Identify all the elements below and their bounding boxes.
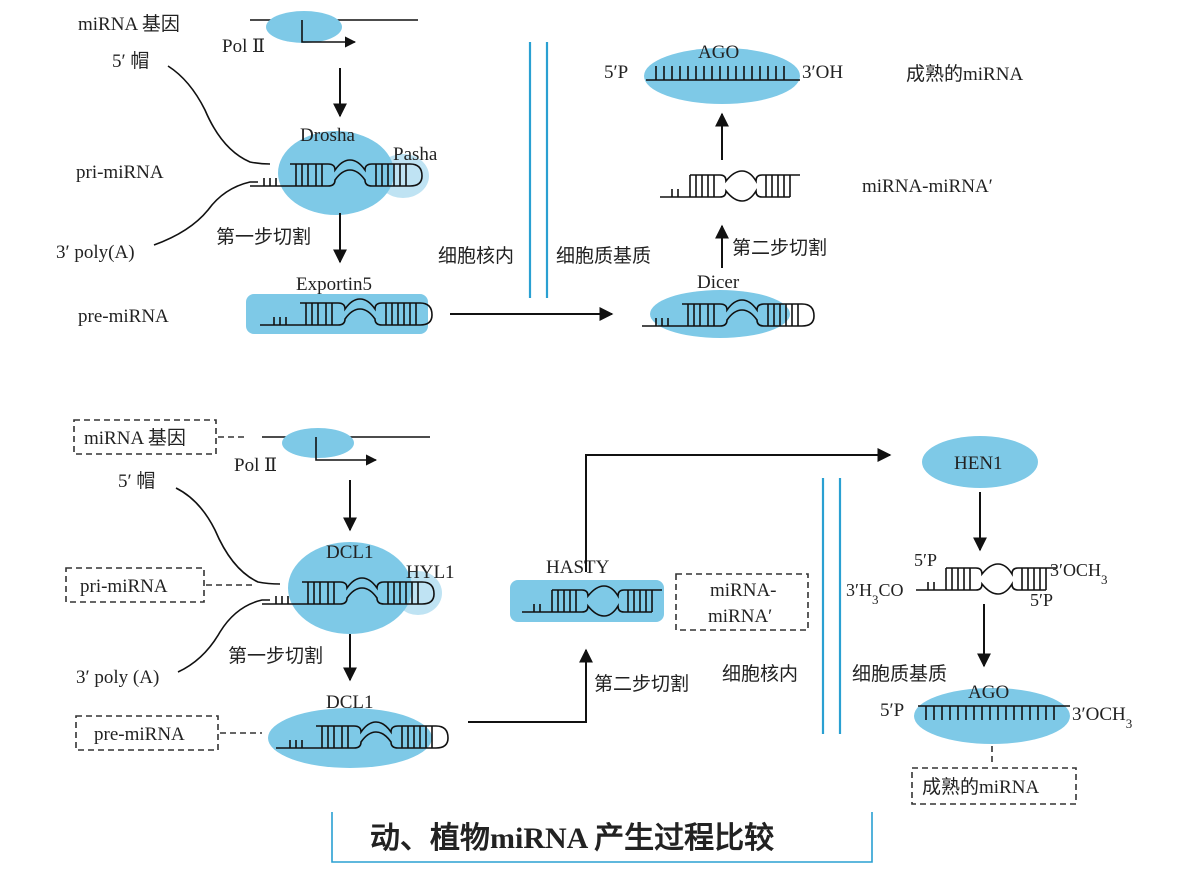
animal-pol-label: Pol Ⅱ [222,36,265,57]
animal-gene-label: miRNA 基因 [78,13,180,35]
plant-to-hasty-arrow [468,648,593,723]
plant-och3a-label: 3′OCH3 [1050,560,1107,587]
animal-drosha-ellipse [278,131,394,215]
animal-pre-label: pre-miRNA [78,306,169,327]
plant-cap-strand [175,487,281,585]
animal-cut1-label: 第一步切割 [216,226,311,248]
animal-ago-ellipse [644,48,800,104]
plant-polyA-label: 3′ poly (A) [76,667,159,688]
animal-pasha-label: Pasha [393,144,438,165]
plant-transcription-arrow [315,437,378,466]
plant-mature-strand [918,705,1070,720]
plant-pre-label: pre-miRNA [94,724,185,745]
plant-mature-label: 成熟的miRNA [922,776,1039,798]
plant-gene-box [73,419,217,455]
animal-pathway: miRNA 基因 Pol Ⅱ 5′ 帽 Drosha Pasha pri-miR… [56,11,1023,338]
plant-ago-ellipse [914,688,1070,744]
plant-hen1-label: HEN1 [954,453,1003,474]
plant-ago-label: AGO [968,682,1009,703]
plant-hasty-box [510,580,664,622]
plant-dcl1-label: DCL1 [326,542,374,563]
animal-exportin-label: Exportin5 [296,274,372,295]
plant-mature-box [911,767,1077,805]
plant-dcl1-ellipse [288,542,412,634]
animal-pol-ellipse [266,11,342,43]
plant-pre-box [75,715,219,751]
animal-nucleus-label: 细胞核内 [438,245,514,267]
plant-hen1-ellipse [922,436,1038,488]
plant-cut2-label: 第二步切割 [594,673,689,695]
animal-dicer-label: Dicer [697,272,740,293]
plant-p5c-label: 5′P [880,700,904,721]
animal-p5-label: 5′P [604,62,628,83]
plant-duplex-box [675,573,809,631]
plant-pri-label: pri-miRNA [80,576,168,597]
animal-polyA-strand [153,181,258,246]
animal-duplex-label: miRNA-miRNA′ [862,176,993,197]
animal-cap5-label: 5′ 帽 [112,50,149,72]
caption-title: 动、植物miRNA 产生过程比较 [370,821,774,855]
caption-frame [331,812,873,863]
animal-pri-label: pri-miRNA [76,162,164,183]
plant-pol-label: Pol Ⅱ [234,455,277,476]
plant-och3b-label: 3′OCH3 [1072,704,1132,731]
plant-dcl1b-ellipse [268,708,432,768]
plant-duplex-label-line2: miRNA′ [708,606,772,627]
animal-mature-strand [646,66,800,81]
plant-hasty-label: HASTY [546,557,610,578]
plant-p5a-label: 5′P [914,550,937,570]
animal-cap-strand [167,65,271,165]
plant-polyA-strand [177,599,270,673]
plant-pol-ellipse [282,428,354,458]
animal-dicer-ellipse [650,290,790,338]
plant-duplex-label-line1: miRNA- [710,580,777,601]
plant-cut1-label: 第一步切割 [228,645,323,667]
animal-duplex [659,170,801,202]
plant-nucleus-label: 细胞核内 [722,663,798,685]
plant-dcl1b-label: DCL1 [326,692,374,713]
plant-cytoplasm-label: 细胞质基质 [852,663,947,685]
animal-mature-label: 成熟的miRNA [906,63,1023,85]
animal-polyA-label: 3′ poly(A) [56,242,135,263]
plant-to-hen1-arrow [585,448,892,572]
plant-pri-box [65,567,205,603]
animal-transcription-arrow [301,20,357,48]
plant-cap5-label: 5′ 帽 [118,470,155,492]
animal-exportin-box [246,294,428,334]
animal-cytoplasm-label: 细胞质基质 [556,245,651,267]
plant-pathway: miRNA 基因 Pol Ⅱ 5′ 帽 DCL1 HYL1 pri-miRNA … [65,419,1132,805]
animal-oh3-label: 3′OH [802,62,843,83]
animal-ago-label: AGO [698,42,739,63]
plant-hyl1-label: HYL1 [406,562,455,583]
animal-cut2-label: 第二步切割 [732,237,827,259]
plant-h3co-label: 3′H3CO [846,580,903,607]
plant-p5b-label: 5′P [1030,590,1053,610]
animal-drosha-label: Drosha [300,125,355,146]
plant-gene-label: miRNA 基因 [84,427,186,449]
